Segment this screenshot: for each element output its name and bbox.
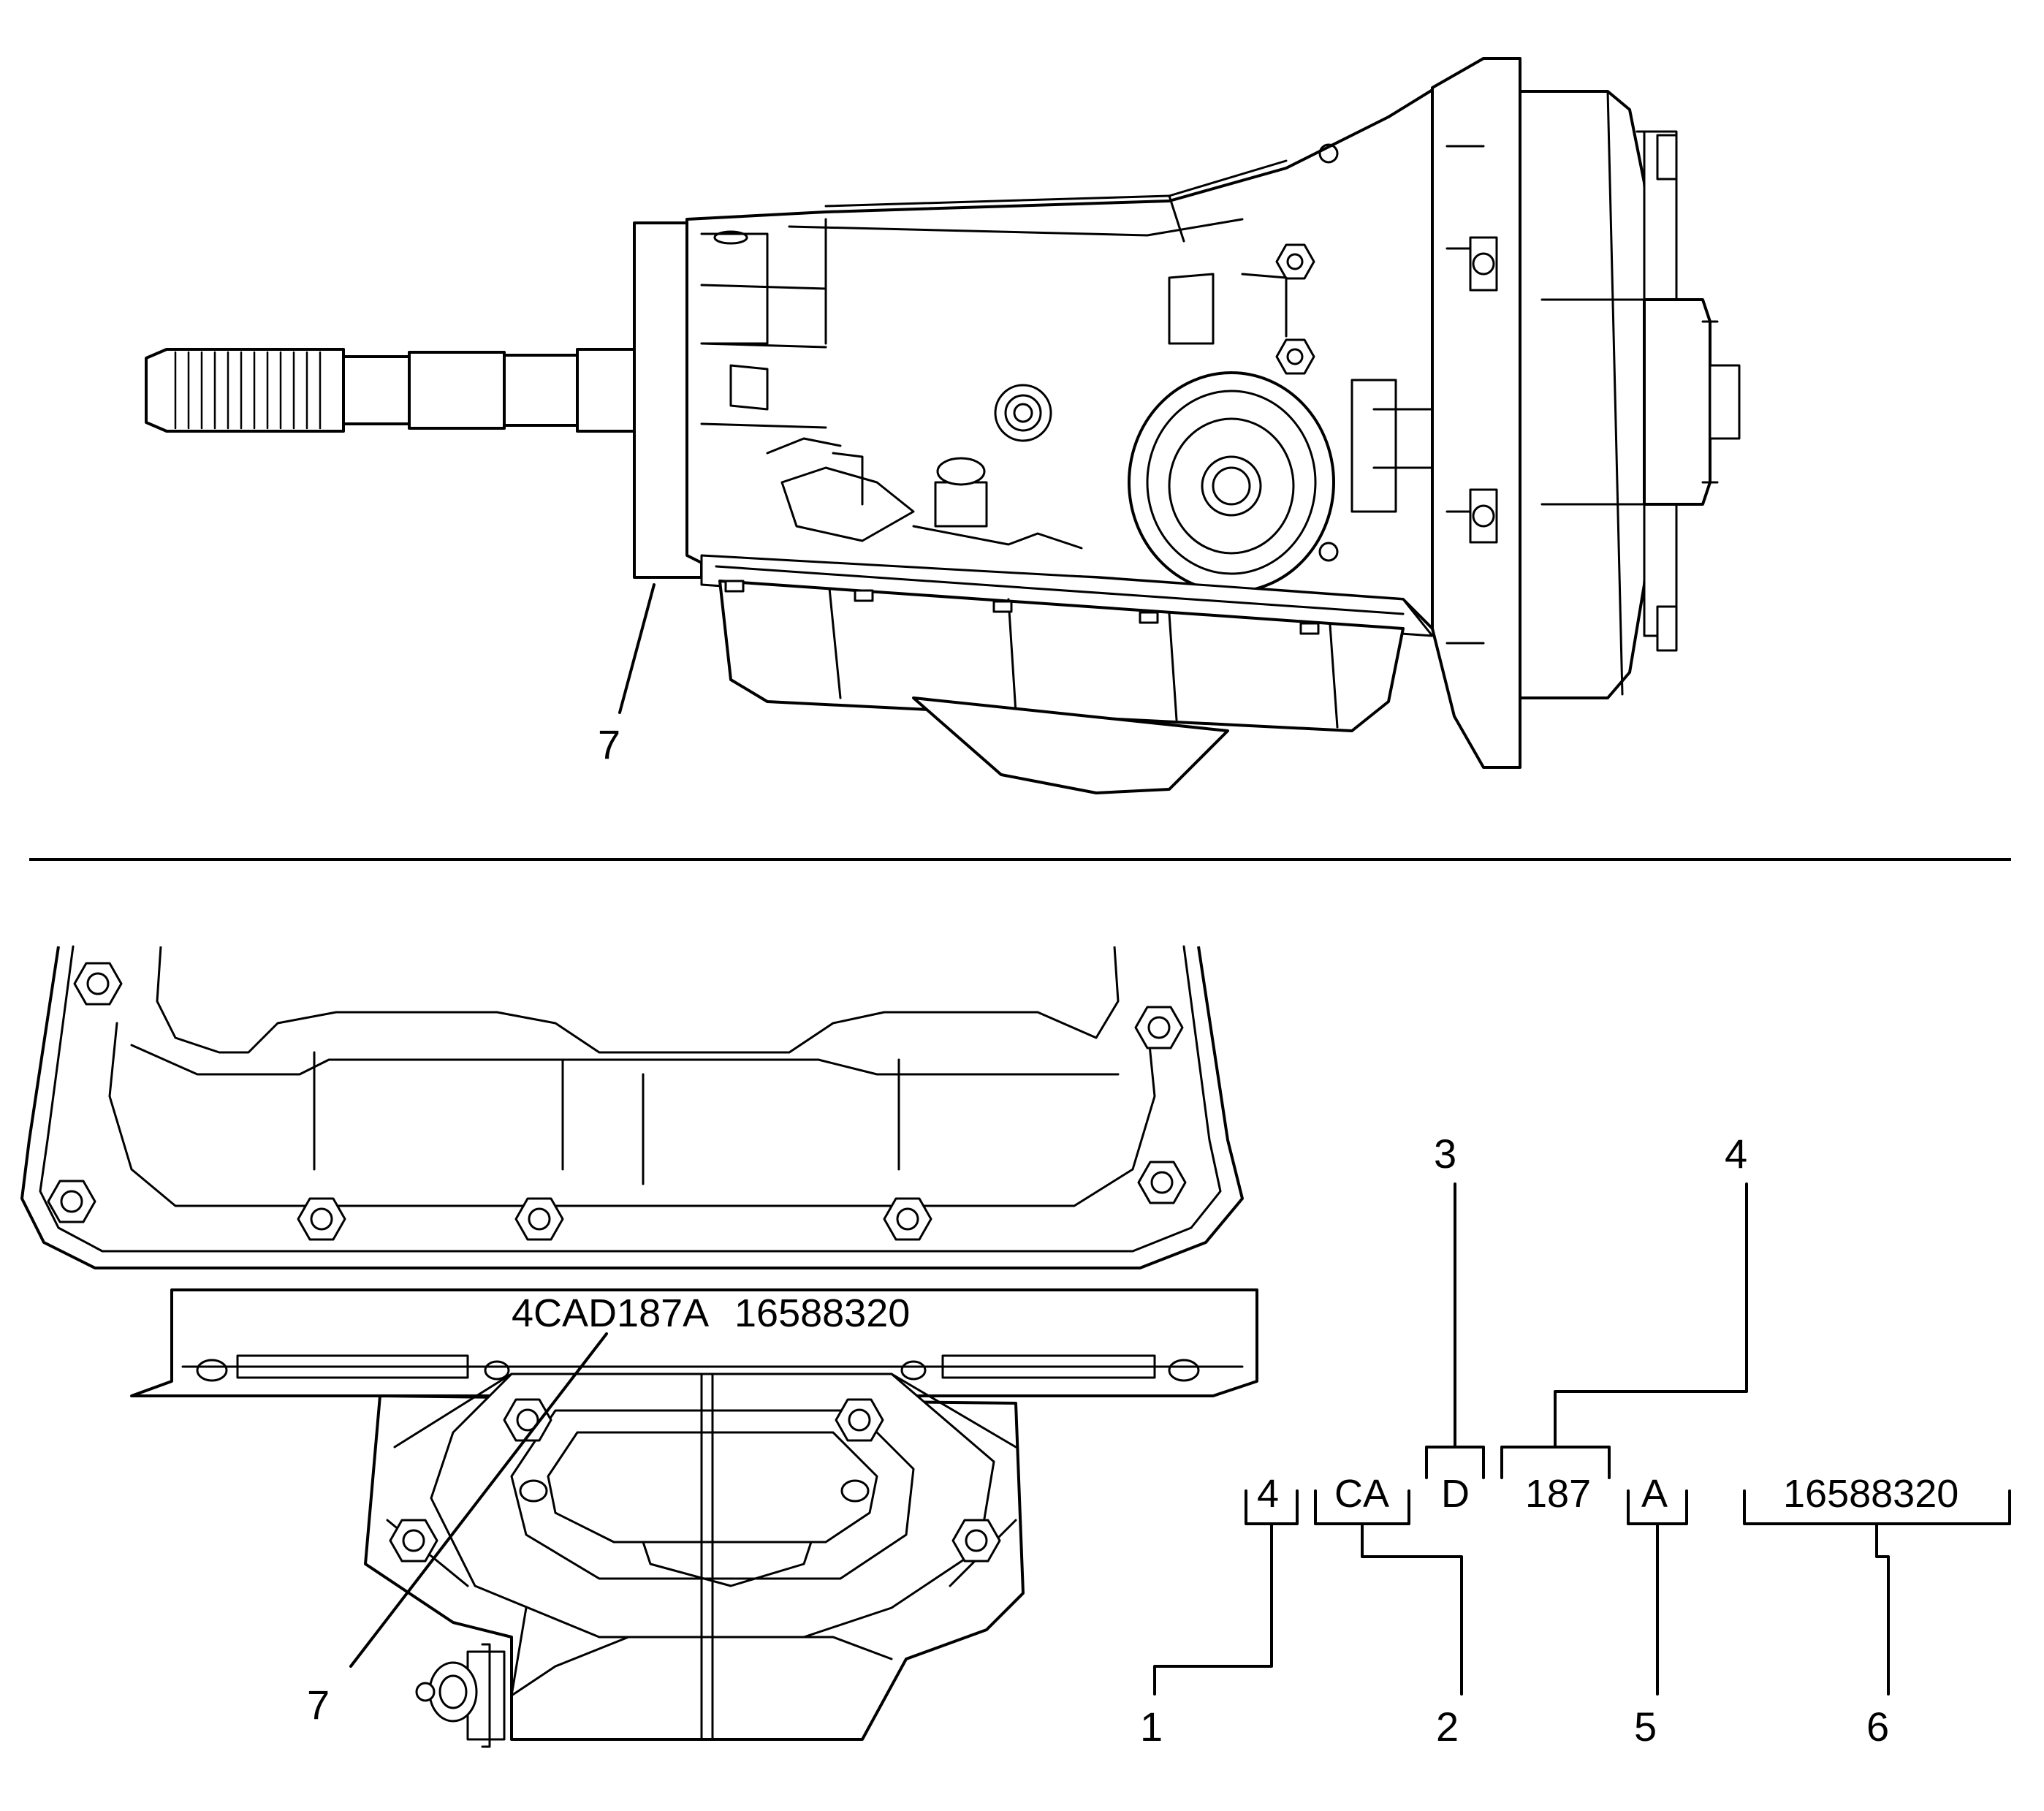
torque-converter [1519, 90, 1741, 699]
callout-7-bottom: 7 [307, 1682, 330, 1728]
servo-cover [1128, 371, 1335, 593]
segment-day: 187 [1525, 1472, 1591, 1516]
segment-serial: 16588320 [1783, 1472, 1958, 1516]
segment-shift: D [1441, 1472, 1470, 1516]
oil-pan-side [718, 580, 1405, 794]
stamped-model-code: 4CAD187A [512, 1291, 709, 1335]
leader-line-7-top [618, 583, 656, 714]
mount-bolt [389, 1519, 438, 1563]
stamped-serial-number: 16588320 [734, 1291, 910, 1335]
callout-5: 5 [1634, 1704, 1657, 1750]
mount-bolt [835, 1398, 884, 1442]
pan-bolt [1137, 1161, 1187, 1204]
id-code-breakdown: 4 CA D 187 A 16588320 1 2 3 4 5 6 [1140, 1131, 2011, 1750]
side-bolt [994, 384, 1052, 442]
callout-3: 3 [1434, 1131, 1456, 1177]
pan-bolt [297, 1197, 346, 1241]
leader-line-7-bottom [349, 1332, 608, 1668]
transmission-case [633, 57, 1507, 637]
oil-pan-bottom-view: 4CAD187A 16588320 7 [20, 945, 1258, 1748]
output-shaft [145, 348, 645, 433]
callout-2: 2 [1436, 1704, 1459, 1750]
bell-bolt-lower [1469, 488, 1498, 544]
callout-6: 6 [1866, 1704, 1889, 1750]
pan-bolt [47, 1180, 96, 1223]
case-bolt-upper [1275, 243, 1315, 280]
pan-bolt [883, 1197, 932, 1241]
callout-1: 1 [1140, 1704, 1163, 1750]
pan-bolt [1134, 1006, 1184, 1049]
pan-bolt [73, 962, 123, 1006]
bell-housing [1431, 57, 1521, 769]
segment-model-year: 4 [1257, 1472, 1279, 1516]
segment-model: A [1641, 1472, 1668, 1516]
electrical-connector [415, 1643, 506, 1748]
case-bolt-middle [1275, 338, 1315, 375]
callout-4: 4 [1725, 1131, 1747, 1177]
bell-bolt-upper [1469, 236, 1498, 292]
pan-bolt [514, 1197, 564, 1241]
mount-bolt [503, 1398, 552, 1442]
mount-bolt [951, 1519, 1001, 1563]
transmission-side-view: 7 [145, 57, 1741, 794]
callout-7-top: 7 [598, 721, 620, 767]
segment-plant: CA [1334, 1472, 1389, 1516]
